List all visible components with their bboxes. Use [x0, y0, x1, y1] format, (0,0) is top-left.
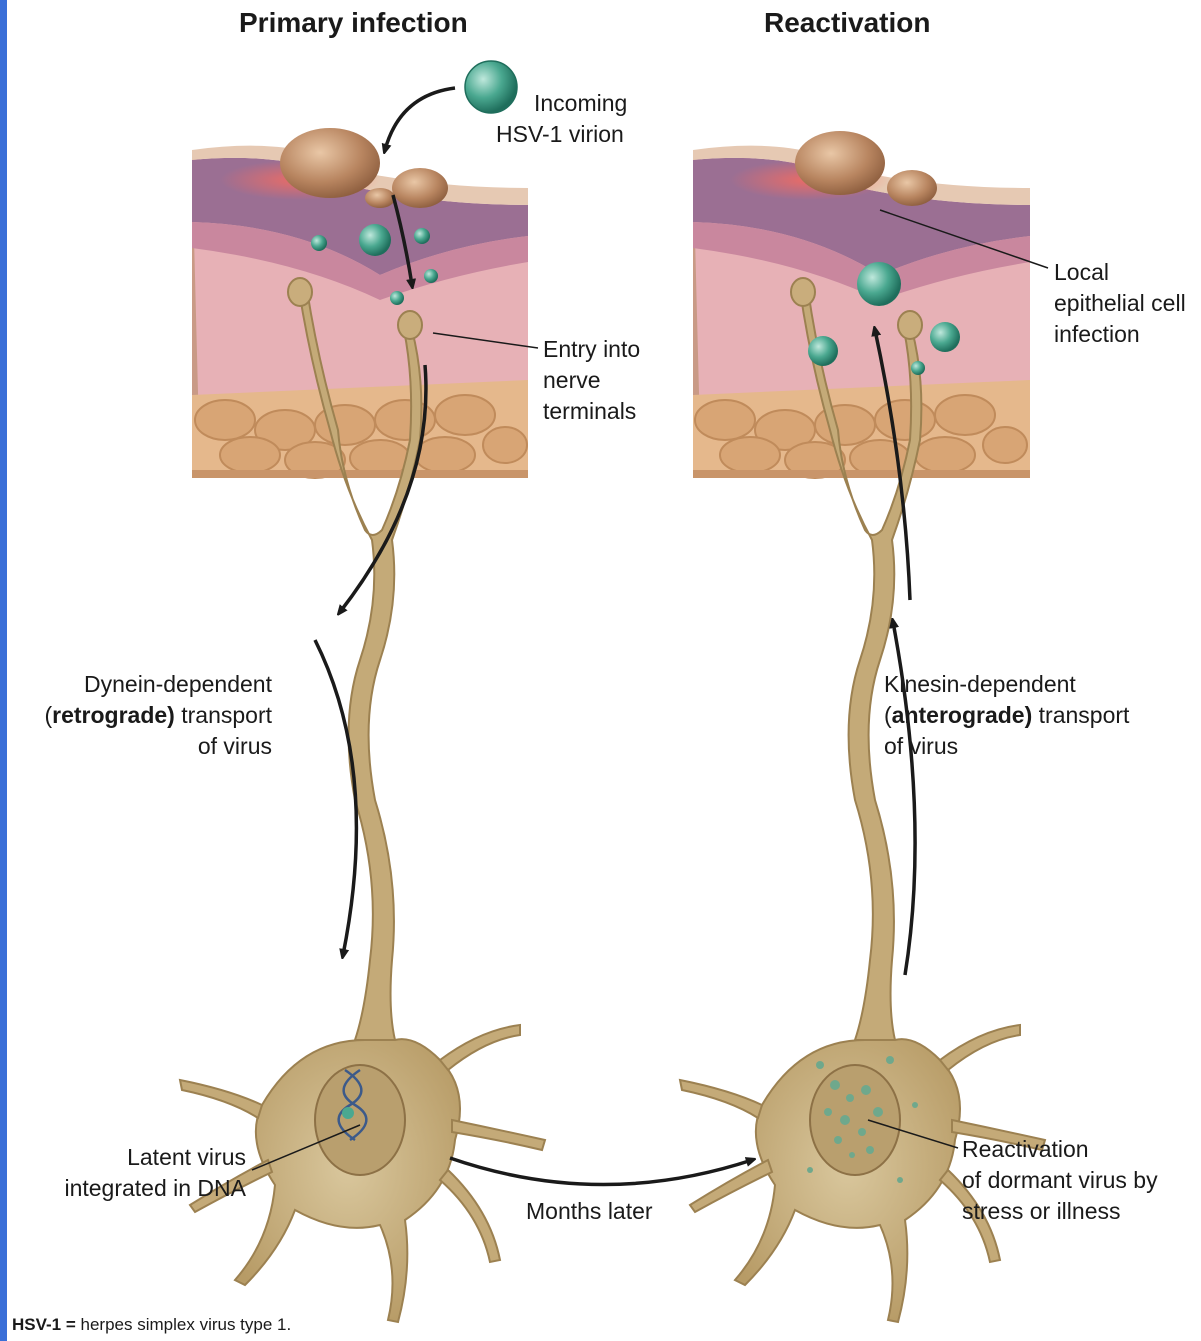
label-emphasis: retrograde): [52, 702, 175, 728]
nucleus-reactivated: [810, 1065, 900, 1175]
label-line: Local: [1054, 257, 1186, 288]
label-fragment: transport: [1032, 702, 1129, 728]
footnote-abbr: HSV-1 =: [12, 1315, 76, 1334]
label-latent-virus: Latent virus integrated in DNA: [20, 1142, 246, 1204]
label-line: Entry into: [543, 334, 640, 365]
label-incoming-virion: Incoming HSV-1 virion: [534, 88, 627, 150]
label-line: epithelial cell: [1054, 288, 1186, 319]
label-line: nerve: [543, 365, 640, 396]
nucleus-latent: [315, 1065, 405, 1175]
label-months-later: Months later: [526, 1196, 653, 1227]
label-entry-nerve: Entry into nerve terminals: [543, 334, 640, 427]
label-line: of dormant virus by: [962, 1165, 1158, 1196]
title-reactivation: Reactivation: [764, 7, 931, 39]
latent-virion: [342, 1107, 354, 1119]
label-reactivation-dormant: Reactivation of dormant virus by stress …: [962, 1134, 1158, 1227]
footnote: HSV-1 = herpes simplex virus type 1.: [12, 1315, 291, 1335]
label-line: Kinesin-dependent: [884, 669, 1129, 700]
label-local-infection: Local epithelial cell infection: [1054, 257, 1186, 350]
label-line: Latent virus: [20, 1142, 246, 1173]
skin-block-reactivation: [693, 131, 1030, 478]
label-fragment: transport: [175, 702, 272, 728]
title-primary-infection: Primary infection: [239, 7, 468, 39]
label-retrograde-transport: Dynein-dependent (retrograde) transport …: [20, 669, 272, 762]
label-line: Dynein-dependent: [20, 669, 272, 700]
label-fragment: (: [44, 702, 52, 728]
label-line: Incoming: [534, 88, 627, 119]
label-line: of virus: [884, 731, 1129, 762]
label-line: of virus: [20, 731, 272, 762]
label-line: infection: [1054, 319, 1186, 350]
label-fragment: (: [884, 702, 892, 728]
label-line: Reactivation: [962, 1134, 1158, 1165]
label-line: HSV-1 virion: [496, 119, 627, 150]
incoming-virion-icon: [465, 61, 517, 113]
skin-block-primary: [192, 128, 528, 478]
label-line: terminals: [543, 396, 640, 427]
label-emphasis: anterograde): [892, 702, 1033, 728]
label-line: integrated in DNA: [20, 1173, 246, 1204]
label-anterograde-transport: Kinesin-dependent (anterograde) transpor…: [884, 669, 1129, 762]
footnote-text: herpes simplex virus type 1.: [76, 1315, 291, 1334]
label-line: stress or illness: [962, 1196, 1158, 1227]
